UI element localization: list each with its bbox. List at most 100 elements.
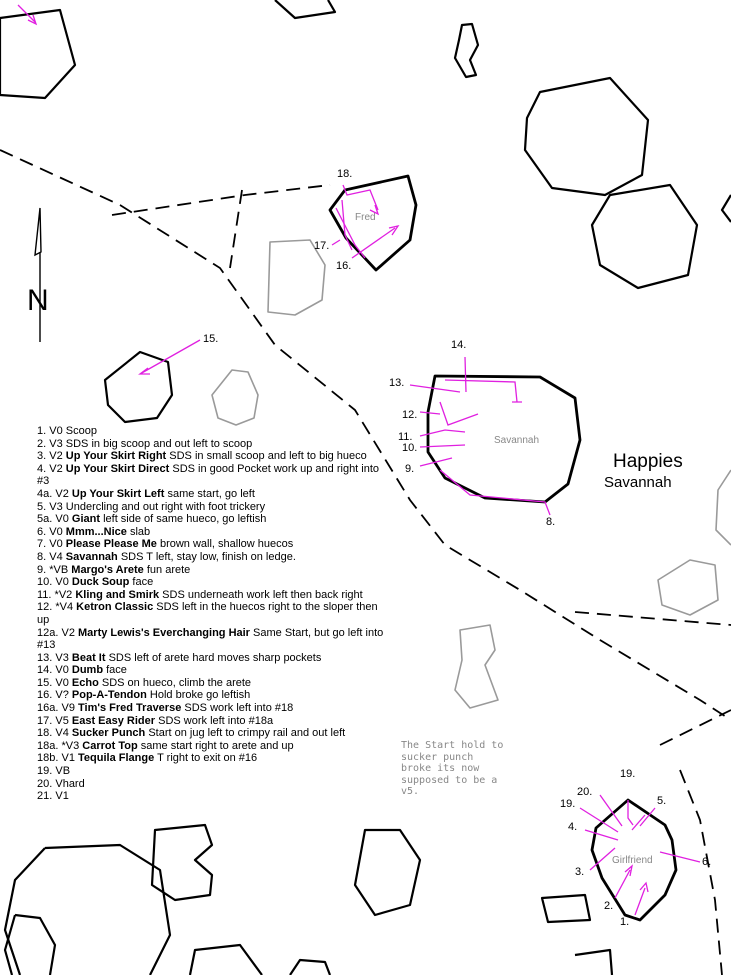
- route-number: 11.: [37, 588, 52, 601]
- route-label-g20: 20.: [577, 786, 592, 798]
- route-grade: V1: [55, 790, 69, 803]
- route-number: 18a.: [37, 739, 59, 752]
- route-item: 16a. V9 Tim's Fred Traverse SDS work lef…: [37, 702, 387, 715]
- route-label-17: 17.: [314, 240, 329, 252]
- route-item: 15. V0 Echo SDS on hueco, climb the aret…: [37, 677, 387, 690]
- route-name: Up Your Skirt Direct: [65, 462, 170, 475]
- boulder-girlfriend: Girlfriend 19. 20. 19. 5. 4. 3. 6. 2. 1.: [560, 768, 711, 928]
- route-number: 2.: [37, 437, 47, 450]
- route-description: SDS in big scoop and out left to scoop: [65, 437, 253, 450]
- north-arrow: N: [27, 207, 49, 342]
- route-description: same start, go left: [167, 487, 255, 500]
- route-name: Pop-A-Tendon: [71, 689, 147, 702]
- route-description: Scoop: [65, 425, 97, 437]
- route-item: 4. V2 Up Your Skirt Direct SDS in good P…: [37, 463, 387, 488]
- route-grade: *VB: [49, 563, 69, 576]
- route-number: 12a.: [37, 626, 59, 639]
- route-item: 10. V0 Duck Soup face: [37, 576, 387, 589]
- route-item: 16. V? Pop-A-Tendon Hold broke go leftis…: [37, 689, 387, 702]
- boulder-right-2: [590, 183, 699, 290]
- route-description: SDS in small scoop and left to big hueco: [169, 450, 367, 463]
- route-grade: V9: [61, 702, 75, 715]
- route-number: 6.: [37, 525, 47, 538]
- route-item: 6. V0 Mmm...Nice slab: [37, 526, 387, 539]
- route-description: Start on jug left to crimpy rail and out…: [148, 727, 346, 740]
- route-label-18: 18.: [337, 168, 352, 180]
- route-item: 3. V2 Up Your Skirt Right SDS in small s…: [37, 450, 387, 463]
- boulder-bottom-right-flat: [540, 893, 592, 924]
- route-number: 14.: [37, 664, 53, 677]
- route-description: fun arete: [146, 563, 191, 576]
- route-description: SDS on hueco, climb the arete: [101, 676, 252, 689]
- route-grade: VB: [55, 765, 71, 778]
- route-label-12: 12.: [402, 409, 417, 421]
- route-description: Hold broke go leftish: [149, 689, 251, 702]
- route-item: 4a. V2 Up Your Skirt Left same start, go…: [37, 488, 387, 501]
- route-grade: V0: [49, 538, 63, 551]
- route-label-11: 11.: [398, 431, 412, 443]
- route-item: 5a. V0 Giant left side of same hueco, go…: [37, 513, 387, 526]
- route-grade: V4: [55, 727, 69, 740]
- route-grade: V2: [61, 626, 75, 639]
- route-name: Duck Soup: [71, 576, 130, 589]
- route-grade: V2: [49, 462, 63, 475]
- route-grade: *V4: [55, 601, 74, 614]
- trail-lines: [0, 149, 731, 975]
- boulder-right-edge: [720, 194, 731, 223]
- route-number: 9.: [37, 563, 47, 576]
- route-number: 4.: [37, 462, 47, 475]
- route-label-g19: 19.: [620, 768, 635, 780]
- route-item: 1. V0 Scoop: [37, 425, 387, 438]
- route-item: 18b. V1 Tequila Flange T right to exit o…: [37, 752, 387, 765]
- route-name: Up Your Skirt Left: [71, 487, 165, 500]
- route-name: Carrot Top: [82, 739, 138, 752]
- route-grade: V?: [55, 689, 69, 702]
- route-item: 18. V4 Sucker Punch Start on jug left to…: [37, 727, 387, 740]
- route-label-14: 14.: [451, 339, 466, 351]
- route-number: 15.: [37, 676, 53, 689]
- route-item: 21. V1: [37, 790, 387, 803]
- route-number: 21.: [37, 790, 53, 803]
- route-grade: V3: [49, 500, 63, 513]
- route-grade: V1: [61, 752, 75, 765]
- route-label-9: 9.: [405, 463, 414, 475]
- route-name: Savannah: [65, 550, 118, 563]
- route-number: 4a.: [37, 487, 53, 500]
- route-number: 7.: [37, 538, 47, 551]
- route-number: 5.: [37, 500, 47, 513]
- route-grade: V0: [55, 576, 69, 589]
- route-label-g2: 2.: [604, 900, 613, 912]
- route-item: 20. Vhard: [37, 778, 387, 791]
- route-label-10: 10.: [402, 442, 417, 454]
- route-name: Echo: [71, 676, 99, 689]
- route-description: left side of same hueco, go leftish: [103, 513, 267, 526]
- route-grade: V2: [49, 450, 63, 463]
- route-name: Tim's Fred Traverse: [78, 702, 182, 715]
- route-name: East Easy Rider: [71, 714, 156, 727]
- route-description: SDS T left, stay low, finish on ledge.: [120, 550, 296, 563]
- route-description: SDS work left into #18a: [158, 714, 274, 727]
- route-name: Marty Lewis's Everchanging Hair: [78, 626, 250, 639]
- boulder-bottom-left-large: [3, 843, 172, 975]
- route-name: Kling and Smirk: [75, 588, 160, 601]
- route-mark-topleft: [17, 4, 38, 26]
- route-item: 13. V3 Beat It SDS left of arete hard mo…: [37, 652, 387, 665]
- route-item: 17. V5 East Easy Rider SDS work left int…: [37, 715, 387, 728]
- route-grade: V3: [55, 651, 69, 664]
- boulder-bottom-left-small: [3, 913, 57, 975]
- route-label-13: 13.: [389, 377, 404, 389]
- route-description: Undercling and out right with foot trick…: [65, 500, 266, 513]
- fred-label: Fred: [355, 212, 376, 223]
- route-description: face: [132, 576, 154, 589]
- route-name: Up Your Skirt Right: [65, 450, 167, 463]
- boulder-bottom-center: [150, 823, 214, 902]
- route-grade: V0: [55, 676, 69, 689]
- route-grade: V0: [49, 525, 63, 538]
- route-item: 12a. V2 Marty Lewis's Everchanging Hair …: [37, 627, 387, 652]
- boulder-savannah: Savannah 14. 13. 12. 11. 10. 9. 8.: [389, 339, 582, 528]
- route-item: 14. V0 Dumb face: [37, 664, 387, 677]
- route-item: 5. V3 Undercling and out right with foot…: [37, 501, 387, 514]
- route-number: 17.: [37, 714, 53, 727]
